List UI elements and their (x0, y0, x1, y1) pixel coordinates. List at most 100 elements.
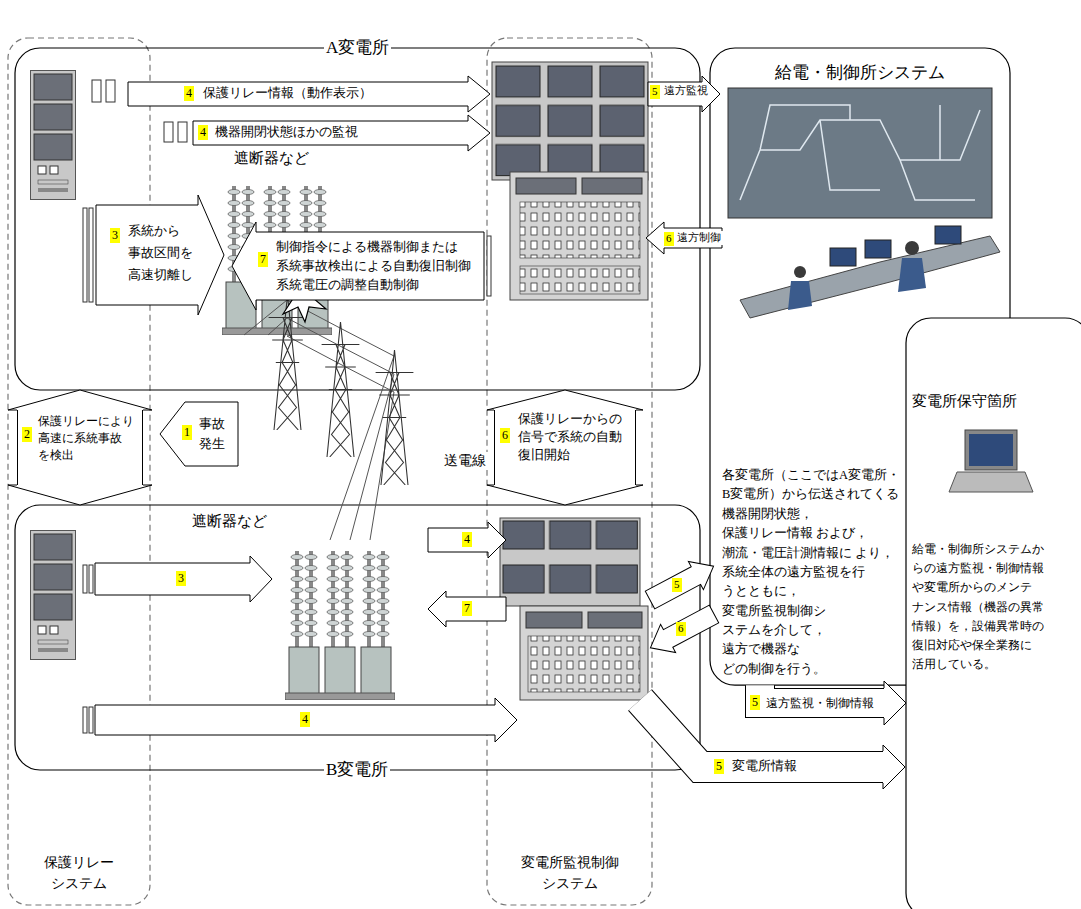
relay-cabinet (31, 71, 76, 200)
callout-number: 3 (176, 571, 186, 586)
control-room-figure (898, 258, 926, 292)
system-group: 保護リレー システム (8, 38, 150, 905)
control-panel (520, 202, 640, 258)
connector-ends (178, 122, 187, 142)
block-arrow (8, 390, 152, 505)
arrow-label: 事故 発生 (197, 414, 232, 453)
control-panel (500, 518, 648, 700)
callout-number: 6 (676, 622, 686, 636)
control-panel (492, 62, 648, 180)
box-body: 各変電所（ここではA変電所・ B変電所）から伝送されてくる 機器開閉状態，保護リ… (722, 466, 902, 679)
tower-figure (269, 295, 307, 430)
control-room-figure (830, 248, 856, 266)
block-arrow (760, 681, 906, 725)
callout-number: 2 (22, 427, 32, 442)
callout-number: 5 (750, 695, 760, 710)
substation-box: B変電所 (15, 505, 700, 770)
control-room-figure (740, 105, 980, 200)
control-panel (510, 172, 648, 300)
block-arrow (487, 390, 643, 505)
laptop-figure (949, 472, 1033, 492)
box-title: 給電・制御所システム (775, 62, 945, 83)
connector-ends (83, 208, 87, 302)
relay-cabinet (31, 531, 76, 660)
callout-number: 5 (714, 759, 724, 774)
substation-box-outline (15, 48, 700, 390)
callout-number: 6 (664, 232, 674, 246)
control-room-figure (865, 240, 891, 258)
callout-number: 3 (110, 228, 120, 243)
connector-ends (83, 707, 87, 733)
arrow-label: 変電所情報 (730, 758, 799, 774)
control-room-figure (788, 281, 812, 310)
group-title: 保護リレー システム (41, 852, 117, 894)
tower-figure (376, 350, 414, 485)
arrow-body (17, 409, 143, 486)
box-body: 給電・制御所システムか らの遠方監視・制御情報 や変電所からのメンテ ナンス情報… (912, 540, 1049, 674)
arrow-head (8, 485, 152, 505)
connector-ends (83, 565, 87, 593)
control-panel (492, 62, 648, 300)
callout-number: 7 (462, 601, 472, 616)
arrow-label: 遠方監視 (662, 84, 710, 98)
transmission-line (244, 300, 394, 540)
callout-number: 4 (184, 86, 194, 101)
block-arrow (428, 591, 506, 627)
control-panel (588, 612, 642, 628)
block-arrow (160, 402, 238, 466)
control-room-figure (905, 241, 919, 255)
control-room-figure (935, 226, 961, 244)
callout-number: 5 (650, 85, 660, 99)
block-arrow (95, 698, 517, 742)
arrow-head (487, 390, 643, 410)
arrow-label: 送電線 (442, 452, 488, 470)
edge-label: 保護リレーからの 信号で系統の自動 復旧開始 (518, 410, 627, 465)
laptop-figure (969, 434, 1013, 466)
callout-number: 1 (182, 425, 192, 440)
laptop-figure (965, 430, 1017, 470)
arrow-body (495, 409, 635, 486)
arrow-head (884, 681, 906, 725)
control-panel (520, 606, 648, 700)
arrow-label: 遠方制御 (675, 231, 723, 245)
arrow-label: 遮断器など (190, 512, 269, 531)
callout-number: 4 (300, 712, 310, 727)
block-arrow (95, 556, 272, 602)
connector-ends (89, 707, 93, 733)
block-arrow (883, 745, 905, 789)
control-panel (500, 518, 640, 606)
control-room-figure (794, 266, 806, 278)
connector-ends (89, 208, 93, 302)
group-title: 変電所監視制御 システム (518, 852, 622, 894)
block-arrow (95, 76, 722, 742)
block-arrow (193, 115, 490, 151)
arrow-label: 保護リレー情報（動作表示） (201, 85, 374, 101)
control-panel (516, 178, 576, 194)
control-panel (526, 612, 582, 628)
control-room-figure (728, 88, 1000, 318)
control-panel (582, 178, 642, 194)
arrow-label: 系統から 事故区間を 高速切離し (126, 220, 200, 286)
control-room-figure (740, 236, 1000, 318)
arrow-label: 制御指令による機器制御または 系統事故検出による自動復旧制御 系統電圧の調整自動… (274, 238, 477, 295)
control-panel (492, 62, 648, 180)
callout-number: 7 (258, 252, 268, 267)
block-arrow (128, 76, 490, 112)
control-panel (500, 518, 640, 606)
arrow-head (487, 485, 643, 505)
connector-ends (92, 80, 101, 102)
block-arrow (232, 222, 484, 310)
system-group-outline (487, 38, 652, 905)
transmission-line (244, 300, 394, 540)
substation-box-outline (15, 505, 700, 770)
callout-number: 6 (500, 428, 510, 443)
connector-ends (83, 80, 491, 733)
maintenance-box-outline (906, 318, 1081, 909)
arrow-label: 機器開閉状態ほかの監視 (213, 124, 360, 140)
arrow-body (18, 409, 142, 486)
box-title: A変電所 (324, 37, 391, 58)
connector-ends (164, 122, 173, 142)
transmission-line (287, 335, 394, 540)
